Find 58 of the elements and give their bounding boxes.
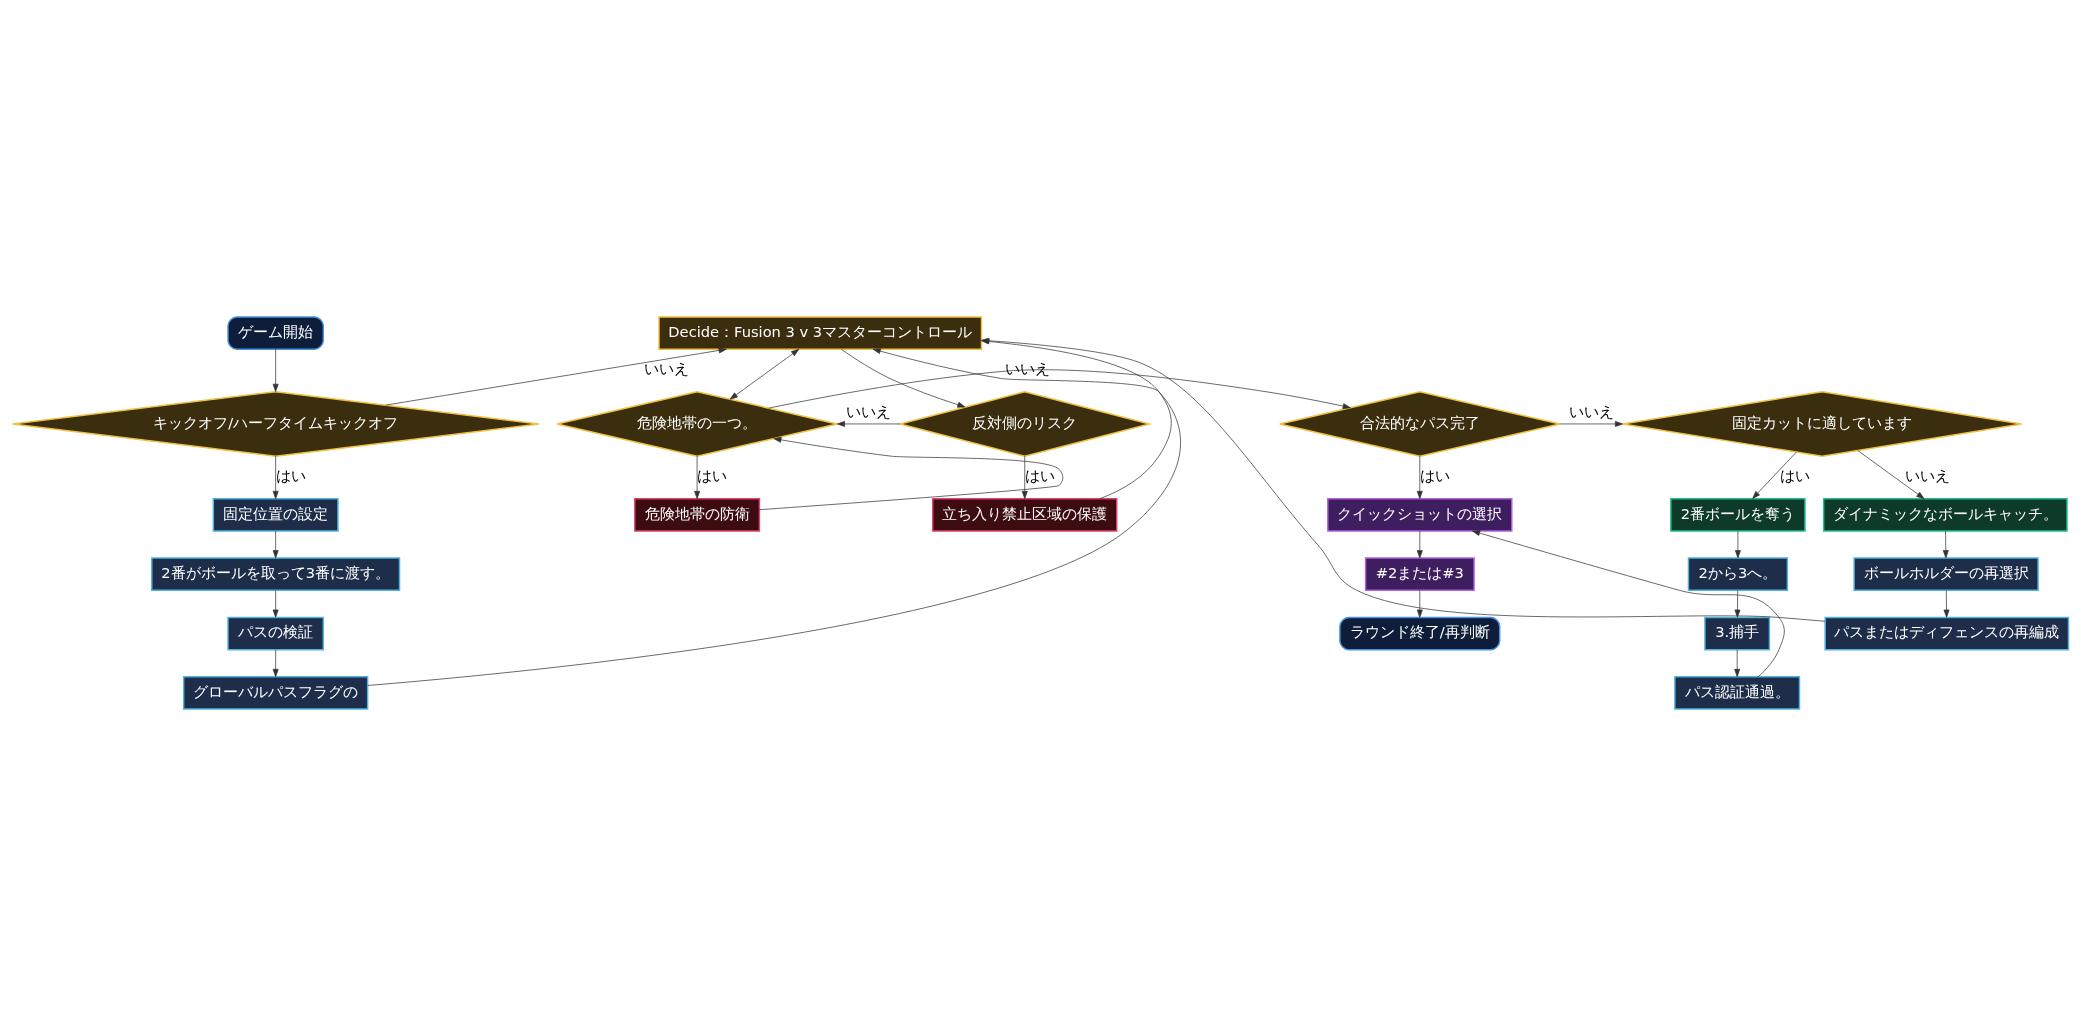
arrow bbox=[1021, 455, 1028, 499]
node-box: パス認証通過。 bbox=[1674, 676, 1801, 710]
arrow bbox=[1559, 421, 1624, 427]
node-box: 3.捕手 bbox=[1704, 616, 1771, 651]
arrow bbox=[272, 349, 279, 392]
node-box: Decide：Fusion 3 v 3マスターコントロール bbox=[658, 316, 983, 350]
arrow bbox=[1734, 590, 1741, 618]
edge-label: はい bbox=[275, 467, 306, 485]
edge-label: はい bbox=[1024, 467, 1055, 485]
node-box: #2または#3 bbox=[1364, 557, 1475, 592]
edge-label: いいえ bbox=[1005, 360, 1051, 378]
node-box: 危険地帯の防衛 bbox=[634, 497, 761, 532]
arrow bbox=[729, 349, 800, 400]
edge-label: いいえ bbox=[644, 360, 690, 378]
node-box: ラウンド終了/再判断 bbox=[1339, 616, 1501, 651]
arrow bbox=[1734, 649, 1741, 677]
node-box: クイックショットの選択 bbox=[1327, 497, 1513, 532]
arrow bbox=[1943, 590, 1950, 618]
edge-label: いいえ bbox=[846, 403, 892, 421]
arrow bbox=[367, 348, 1181, 686]
node-box: 2番がボールを取って3番に渡す。 bbox=[151, 557, 401, 592]
edge-label: いいえ bbox=[1904, 467, 1950, 485]
node-box: グローバルパスフラグの bbox=[182, 676, 369, 710]
arrow bbox=[768, 369, 1351, 409]
arrow bbox=[1416, 530, 1423, 559]
arrow bbox=[759, 436, 1064, 511]
arrow bbox=[385, 347, 727, 406]
node-box: 2から3へ。 bbox=[1687, 557, 1789, 592]
node-box: パスまたはディフェンスの再編成 bbox=[1824, 616, 2070, 651]
arrow bbox=[836, 421, 901, 427]
node-diamond: 反対側のリスク bbox=[897, 390, 1153, 457]
arrow bbox=[841, 348, 966, 408]
arrow bbox=[694, 455, 701, 499]
edge-label: いいえ bbox=[1568, 403, 1614, 421]
arrow bbox=[272, 530, 279, 559]
arrow bbox=[1472, 530, 1785, 678]
arrow bbox=[1416, 590, 1423, 618]
arrow bbox=[272, 590, 279, 618]
arrow bbox=[1857, 450, 1925, 500]
node-box: ゲーム開始 bbox=[227, 316, 325, 350]
node-diamond: キックオフ/ハーフタイムキックオフ bbox=[11, 390, 540, 457]
arrow bbox=[1752, 451, 1797, 499]
node-box: パスの検証 bbox=[227, 616, 325, 651]
edge-label: はい bbox=[1779, 467, 1810, 485]
arrow bbox=[1942, 530, 1949, 559]
node-diamond: 固定カットに適しています bbox=[1622, 390, 2023, 457]
node-box: ダイナミックなボールキャッチ。 bbox=[1822, 497, 2068, 532]
edge-label: はい bbox=[697, 467, 728, 485]
arrow bbox=[1416, 455, 1423, 499]
arrow bbox=[272, 649, 279, 677]
node-box: ボールホルダーの再選択 bbox=[1853, 557, 2039, 592]
node-box: 立ち入り禁止区域の保護 bbox=[932, 497, 1118, 532]
node-diamond: 合法的なパス完了 bbox=[1279, 390, 1561, 457]
node-box: 2番ボールを奪う bbox=[1670, 497, 1806, 532]
edge-label: はい bbox=[1419, 467, 1450, 485]
arrow bbox=[272, 455, 279, 499]
node-box: 固定位置の設定 bbox=[212, 497, 339, 532]
arrow bbox=[1735, 530, 1741, 559]
